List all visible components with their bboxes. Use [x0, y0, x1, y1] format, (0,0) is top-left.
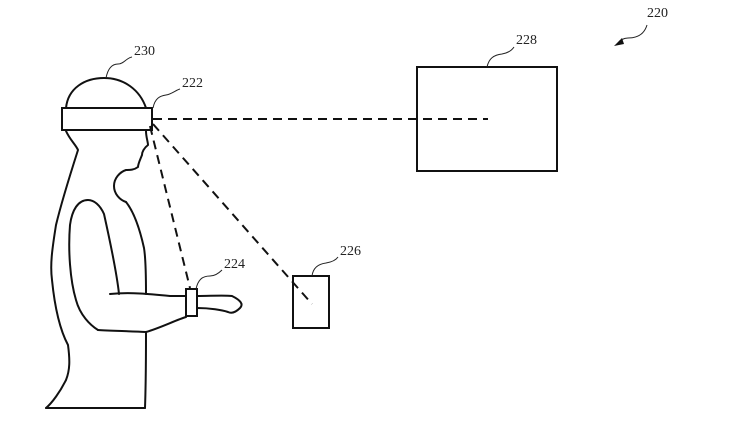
- system-callout: 220: [614, 6, 668, 46]
- upper-arm-outline: [68, 199, 120, 331]
- back-outline: [45, 130, 79, 409]
- handheld-device: [292, 275, 330, 329]
- user-figure: [45, 77, 243, 409]
- gaze-line-to-wrist: [149, 125, 191, 289]
- face-outline: [113, 130, 149, 203]
- arrow-head-icon: [614, 38, 624, 46]
- gaze-line-to-handheld: [152, 123, 313, 305]
- head: [65, 77, 147, 109]
- torso-front: [144, 331, 147, 409]
- chest-outline: [125, 201, 147, 295]
- forearm-bottom: [97, 316, 187, 333]
- label-224: 224: [224, 257, 245, 272]
- label-230: 230: [134, 44, 155, 59]
- hand-outline: [196, 294, 243, 314]
- leader-224: [195, 269, 223, 290]
- leader-230: [105, 56, 133, 79]
- label-226: 226: [340, 244, 361, 259]
- wrist-device: [185, 288, 198, 317]
- label-220: 220: [647, 6, 668, 21]
- callouts: 230 222 224 226 228: [105, 33, 537, 290]
- leader-226: [311, 256, 339, 277]
- label-222: 222: [182, 76, 203, 91]
- head-mounted-device: [61, 107, 153, 131]
- leader-222: [152, 88, 181, 109]
- forearm-top: [109, 292, 187, 297]
- leader-228: [486, 46, 515, 68]
- label-228: 228: [516, 33, 537, 48]
